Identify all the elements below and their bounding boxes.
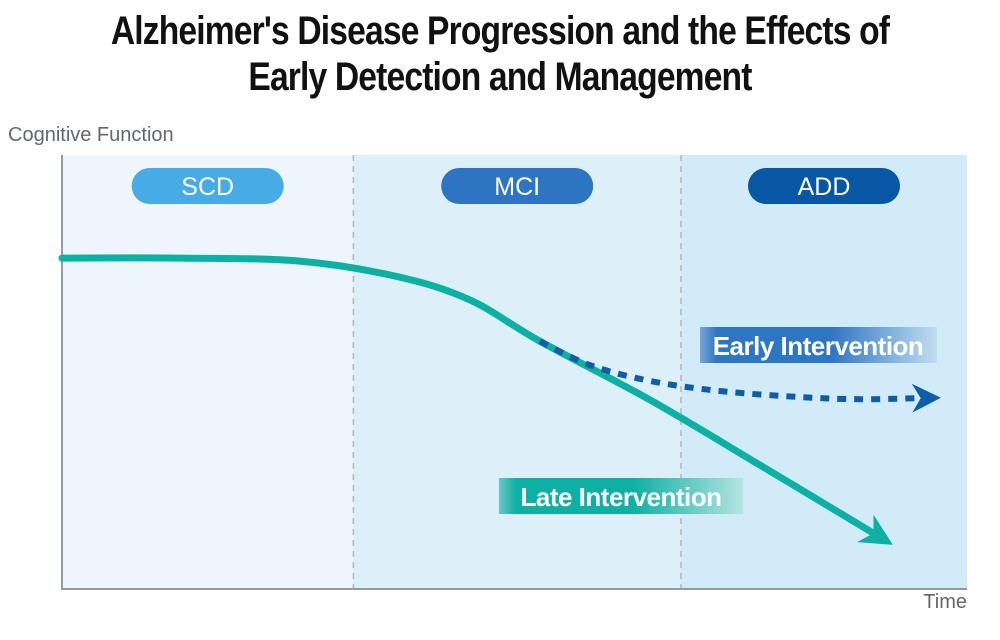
chart-title-line1: Alzheimer's Disease Progression and the … <box>110 9 890 53</box>
chart-title: Alzheimer's Disease Progression and the … <box>80 8 920 101</box>
stage-pill-add: ADD <box>748 168 900 204</box>
late-intervention-curve <box>58 254 893 545</box>
stage-pill-add-bg <box>748 168 900 204</box>
early-intervention-label-bg <box>700 327 937 363</box>
late-intervention-label-bg <box>499 478 743 514</box>
stage-pill-add-label: ADD <box>798 173 851 201</box>
stage-band-mci <box>353 155 681 588</box>
late-intervention-label: Late Intervention <box>499 478 743 514</box>
late-intervention-label-text: Late Intervention <box>521 482 722 512</box>
y-axis-label: Cognitive Function <box>8 124 174 146</box>
stage-band-scd <box>62 155 354 588</box>
stage-band-add <box>681 155 967 588</box>
stage-pill-scd: SCD <box>131 168 284 204</box>
chart-title-line2: Early Detection and Management <box>248 55 752 100</box>
early-intervention-label: Early Intervention <box>700 327 937 363</box>
stage-pill-scd-bg <box>131 168 284 204</box>
stage-pill-scd-label: SCD <box>181 173 234 201</box>
stage-pill-mci-label: MCI <box>494 173 540 201</box>
stage-pill-mci-bg <box>441 168 594 204</box>
stage-pill-mci: MCI <box>441 168 594 204</box>
early-intervention-curve <box>538 338 941 413</box>
x-axis-label: Time <box>923 591 967 613</box>
early-intervention-label-text: Early Intervention <box>713 331 924 361</box>
